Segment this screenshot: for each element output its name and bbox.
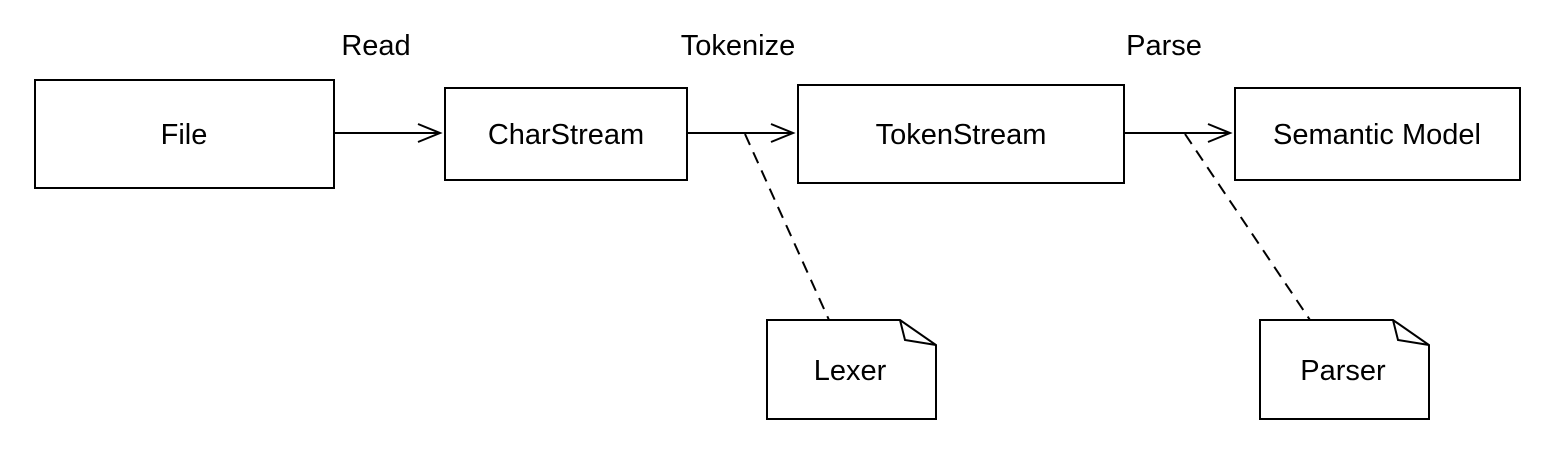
note-icon xyxy=(766,319,937,420)
node-tokenstream-label: TokenStream xyxy=(876,119,1047,151)
note-lexer: Lexer xyxy=(766,319,937,420)
note-parser: Parser xyxy=(1259,319,1430,420)
node-semantic-model: Semantic Model xyxy=(1234,87,1521,181)
node-semantic-model-label: Semantic Model xyxy=(1273,119,1481,151)
node-tokenstream: TokenStream xyxy=(797,84,1125,184)
node-file-label: File xyxy=(161,119,208,151)
edge-parse: Parse xyxy=(1124,30,1233,143)
arrowhead-icon xyxy=(770,123,796,143)
connector-parser xyxy=(1184,133,1311,321)
arrowhead-icon xyxy=(1207,123,1233,143)
note-icon xyxy=(1259,319,1430,420)
node-charstream-label: CharStream xyxy=(488,119,644,151)
arrowhead-icon xyxy=(417,123,443,143)
node-file: File xyxy=(34,79,335,189)
note-parser-label: Parser xyxy=(1300,355,1386,387)
connector-lexer xyxy=(744,133,830,321)
edge-read: Read xyxy=(334,30,443,143)
edge-tokenize-label: Tokenize xyxy=(681,30,795,62)
edge-tokenize: Tokenize xyxy=(681,30,796,143)
edge-parse-label: Parse xyxy=(1126,30,1202,62)
edge-read-label: Read xyxy=(341,30,410,62)
note-lexer-label: Lexer xyxy=(814,355,887,387)
node-charstream: CharStream xyxy=(444,87,688,181)
